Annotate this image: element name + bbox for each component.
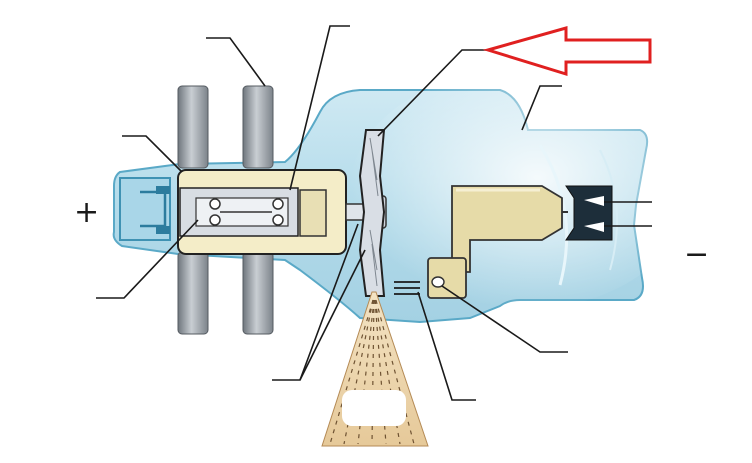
- beam-label-blank: [342, 390, 406, 426]
- anode-polarity-sign: +: [74, 195, 99, 230]
- bearing-ball: [209, 214, 221, 226]
- bearing-ball: [209, 198, 221, 210]
- stator-coils-bottom: [177, 251, 274, 335]
- filament: [431, 276, 445, 288]
- rotating-anode-disc: [358, 129, 386, 297]
- cathode-polarity-sign: −: [684, 237, 709, 272]
- electron-beam: [394, 281, 420, 295]
- highlight-arrow: [482, 26, 652, 77]
- stator-coils-top: [177, 85, 274, 169]
- leader-lines: [96, 25, 652, 401]
- bearing-ball: [272, 198, 284, 210]
- bearing-ball: [272, 214, 284, 226]
